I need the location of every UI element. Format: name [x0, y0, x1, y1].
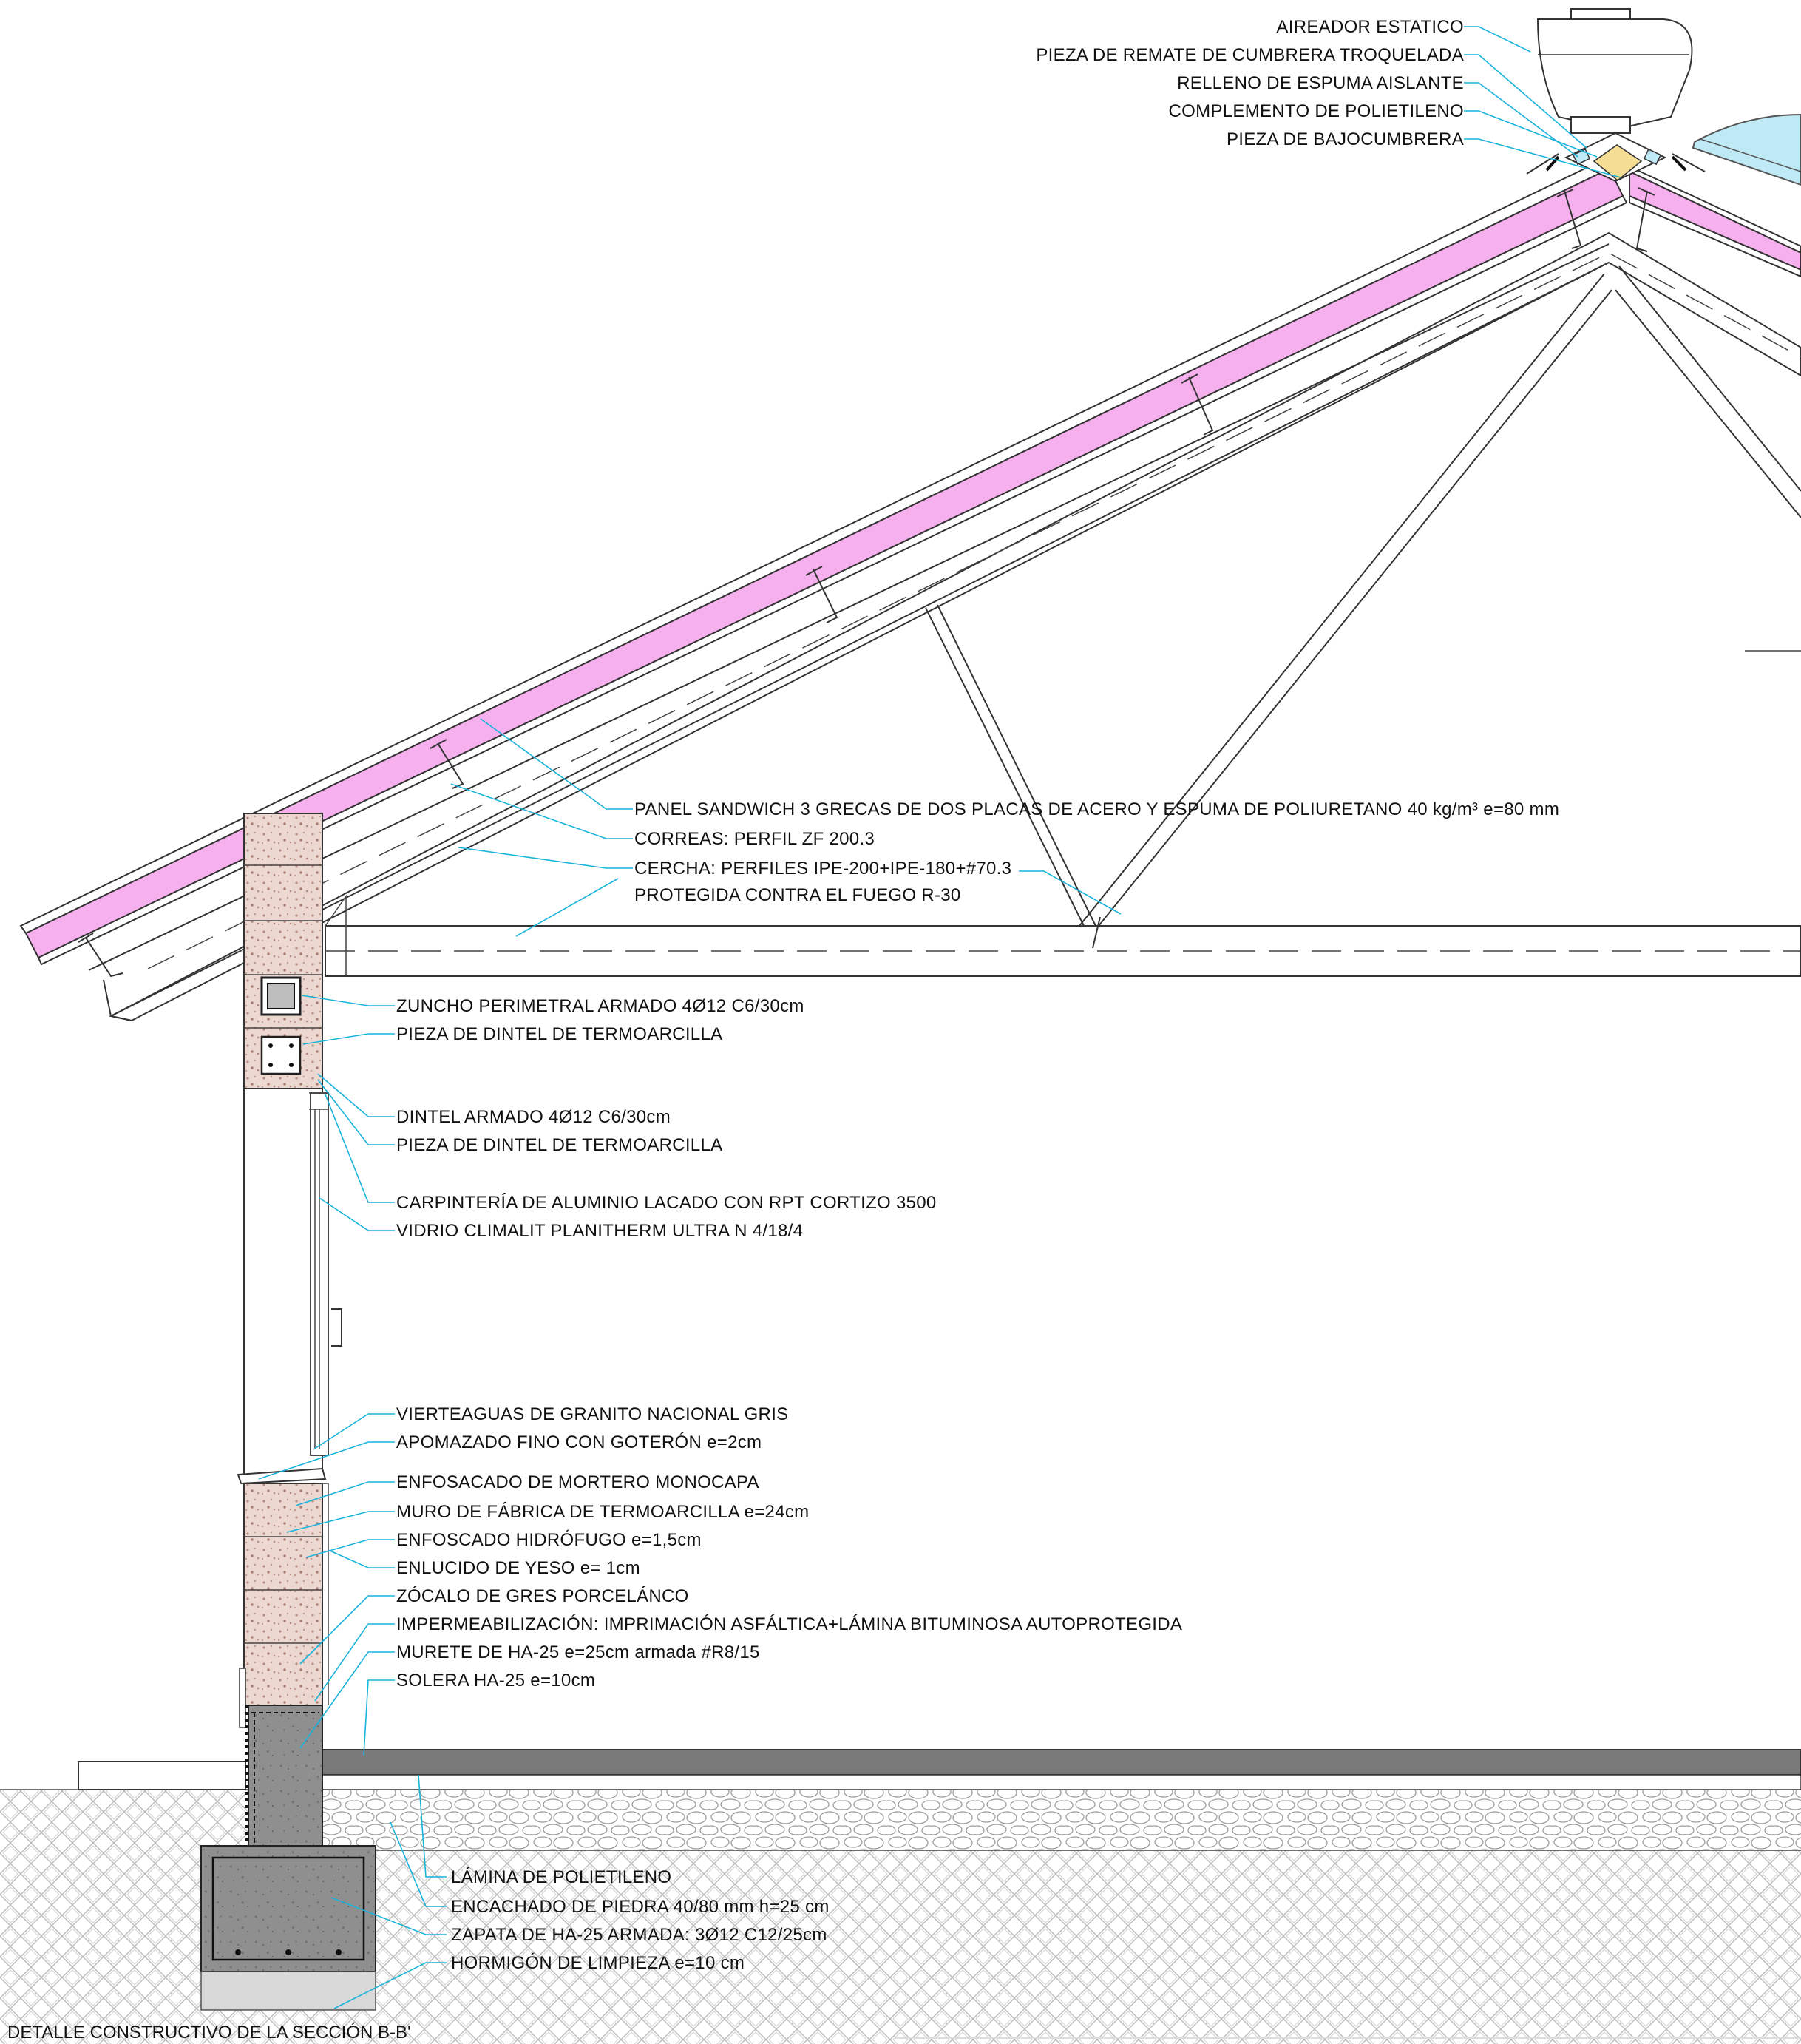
label-pieza-dintel-2: PIEZA DE DINTEL DE TERMOARCILLA: [396, 1135, 722, 1155]
purlin-4: [1181, 373, 1214, 436]
label-enfosacado: ENFOSACADO DE MORTERO MONOCAPA: [396, 1472, 759, 1492]
label-carpinteria: CARPINTERÍA DE ALUMINIO LACADO CON RPT C…: [396, 1193, 937, 1213]
window-sill: [237, 1467, 327, 1485]
static-ventilator: [1536, 8, 1693, 134]
label-relleno: RELLENO DE ESPUMA AISLANTE: [1177, 73, 1464, 93]
roof-left-slope: [19, 161, 1628, 966]
label-impermeabilizacion: IMPERMEABILIZACIÓN: IMPRIMACIÓN ASFÁLTIC…: [396, 1614, 1182, 1634]
purlin-1: [78, 933, 123, 978]
label-dintel: DINTEL ARMADO 4Ø12 C6/30cm: [396, 1107, 671, 1127]
foundation: [200, 1705, 376, 2011]
label-zapata: ZAPATA DE HA-25 ARMADA: 3Ø12 C12/25cm: [451, 1925, 827, 1945]
label-vierteaguas-2: APOMAZADO FINO CON GOTERÓN e=2cm: [396, 1432, 762, 1452]
exterior-pavement: [78, 1761, 246, 1790]
label-enlucido: ENLUCIDO DE YESO e= 1cm: [396, 1558, 640, 1578]
label-encachado: ENCACHADO DE PIEDRA 40/80 mm h=25 cm: [451, 1897, 830, 1917]
leader-lines: [258, 26, 1621, 2009]
purlin-2: [430, 739, 464, 789]
label-enfoscado: ENFOSCADO HIDRÓFUGO e=1,5cm: [396, 1530, 702, 1550]
label-lamina: LÁMINA DE POLIETILENO: [451, 1867, 671, 1887]
label-panel: PANEL SANDWICH 3 GRECAS DE DOS PLACAS DE…: [634, 799, 1559, 819]
label-bajocumbrera: PIEZA DE BAJOCUMBRERA: [1227, 129, 1464, 149]
annotations: AIREADOR ESTATICO PIEZA DE REMATE DE CUM…: [7, 17, 1559, 2043]
label-remate: PIEZA DE REMATE DE CUMBRERA TROQUELADA: [1036, 45, 1464, 65]
roof-right-slope: [1627, 167, 1801, 278]
label-hormigon: HORMIGÓN DE LIMPIEZA e=10 cm: [451, 1953, 745, 1973]
label-vierteaguas-1: VIERTEAGUAS DE GRANITO NACIONAL GRIS: [396, 1404, 788, 1424]
label-vidrio: VIDRIO CLIMALIT PLANITHERM ULTRA N 4/18/…: [396, 1221, 803, 1241]
label-murete: MURETE DE HA-25 e=25cm armada #R8/15: [396, 1642, 760, 1662]
drawing-title: DETALLE CONSTRUCTIVO DE LA SECCIÓN B-B': [7, 2023, 411, 2043]
label-muro: MURO DE FÁBRICA DE TERMOARCILLA e=24cm: [396, 1502, 809, 1522]
label-zuncho: ZUNCHO PERIMETRAL ARMADO 4Ø12 C6/30cm: [396, 996, 804, 1016]
floor-slab: [322, 1749, 1801, 1790]
label-aireador: AIREADOR ESTATICO: [1276, 17, 1464, 37]
skylight: [1692, 113, 1801, 186]
label-solera: SOLERA HA-25 e=10cm: [396, 1671, 595, 1691]
label-complemento: COMPLEMENTO DE POLIETILENO: [1169, 101, 1464, 121]
window: [243, 1088, 342, 1477]
purlin-6: [1635, 187, 1655, 252]
purlin-3: [805, 566, 838, 623]
wall-lower: [239, 1483, 329, 1728]
label-cercha-2: PROTEGIDA CONTRA EL FUEGO R-30: [634, 885, 961, 905]
wall-upper: [243, 813, 323, 1089]
label-zocalo: ZÓCALO DE GRES PORCELÁNCO: [396, 1586, 689, 1606]
purlins: [78, 187, 1655, 978]
label-cercha-1: CERCHA: PERFILES IPE-200+IPE-180+#70.3: [634, 859, 1011, 879]
label-pieza-dintel-1: PIEZA DE DINTEL DE TERMOARCILLA: [396, 1024, 722, 1044]
purlin-5: [1556, 189, 1582, 249]
label-correas: CORREAS: PERFIL ZF 200.3: [634, 829, 875, 849]
